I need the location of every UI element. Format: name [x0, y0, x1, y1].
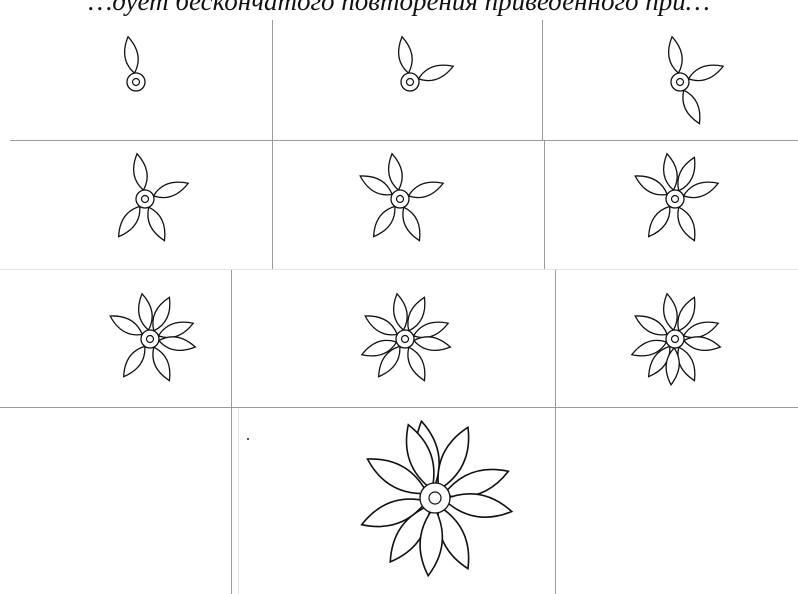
petal-5 — [360, 176, 392, 195]
step-cell-9 — [605, 280, 745, 390]
petal-3 — [153, 347, 170, 381]
divider-v6 — [555, 269, 556, 594]
petal-3 — [408, 347, 425, 381]
divider-v5 — [231, 269, 232, 594]
petal-4 — [374, 206, 395, 236]
divider-v4 — [544, 141, 545, 269]
petal-5 — [635, 316, 667, 335]
petal-4 — [649, 206, 670, 236]
flower-drawing-10 — [330, 408, 540, 588]
petal-4 — [119, 206, 140, 236]
petal-4 — [124, 346, 145, 376]
step-cell-2 — [370, 22, 490, 122]
petal-1 — [669, 37, 683, 73]
petal-3 — [403, 207, 420, 241]
petal-2 — [683, 182, 718, 198]
petal-2 — [683, 322, 718, 338]
step-cell-5 — [335, 140, 465, 250]
divider-v3 — [272, 141, 273, 269]
petal-2 — [413, 322, 448, 338]
flower-drawing-6 — [605, 140, 745, 250]
petal-1 — [125, 37, 139, 73]
petal-2 — [153, 182, 188, 198]
step-cell-7 — [80, 280, 220, 390]
petal-2 — [158, 322, 193, 338]
petal-5 — [365, 316, 397, 335]
petal-2 — [688, 65, 723, 81]
flower-drawing-8 — [335, 280, 475, 390]
flower-drawing-2 — [370, 22, 490, 122]
flower-drawing-5 — [335, 140, 465, 250]
flower-center-inner — [677, 79, 684, 86]
petal-1 — [134, 154, 148, 190]
petal-7 — [414, 337, 450, 351]
page-caption: …дует бескончатого повторения приведенно… — [0, 0, 798, 16]
petal-1 — [664, 154, 678, 190]
flower-center-inner — [142, 196, 149, 203]
divider-v2 — [542, 20, 543, 140]
step-cell-1 — [96, 22, 196, 122]
petal-7 — [159, 337, 195, 351]
step-cell-6 — [605, 140, 745, 250]
flower-center-inner — [133, 79, 140, 86]
petal-2 — [408, 182, 443, 198]
petal-1 — [399, 37, 413, 73]
flower-center-inner — [429, 492, 441, 504]
flower-drawing-9 — [605, 280, 745, 390]
petal-7 — [444, 494, 512, 517]
flower-drawing-7 — [80, 280, 220, 390]
flower-drawing-3 — [640, 22, 760, 122]
petal-2 — [418, 65, 453, 81]
petal-1 — [664, 294, 678, 330]
flower-drawing-1 — [96, 22, 196, 122]
flower-center-inner — [402, 336, 409, 343]
divider-v1 — [272, 20, 273, 140]
petal-3 — [678, 207, 695, 241]
step-cell-10 — [330, 408, 540, 588]
petal-3 — [678, 347, 695, 381]
divider-faint-1 — [238, 408, 239, 594]
petal-1 — [394, 294, 408, 330]
petal-1 — [389, 154, 403, 190]
flower-center-inner — [672, 196, 679, 203]
flower-center-inner — [397, 196, 404, 203]
petal-5 — [635, 176, 667, 195]
petal-5 — [110, 316, 142, 335]
step-cell-4 — [80, 140, 210, 250]
stray-dot — [247, 438, 249, 440]
petal-3 — [148, 207, 165, 241]
petal-7 — [684, 337, 720, 351]
flower-center-inner — [672, 336, 679, 343]
flower-center-inner — [407, 79, 414, 86]
flower-drawing-4 — [80, 140, 210, 250]
divider-faint-2 — [0, 269, 798, 270]
flower-center-inner — [147, 336, 154, 343]
step-cell-8 — [335, 280, 475, 390]
petal-1 — [139, 294, 153, 330]
step-cell-3 — [640, 22, 760, 122]
petal-3 — [683, 90, 700, 124]
